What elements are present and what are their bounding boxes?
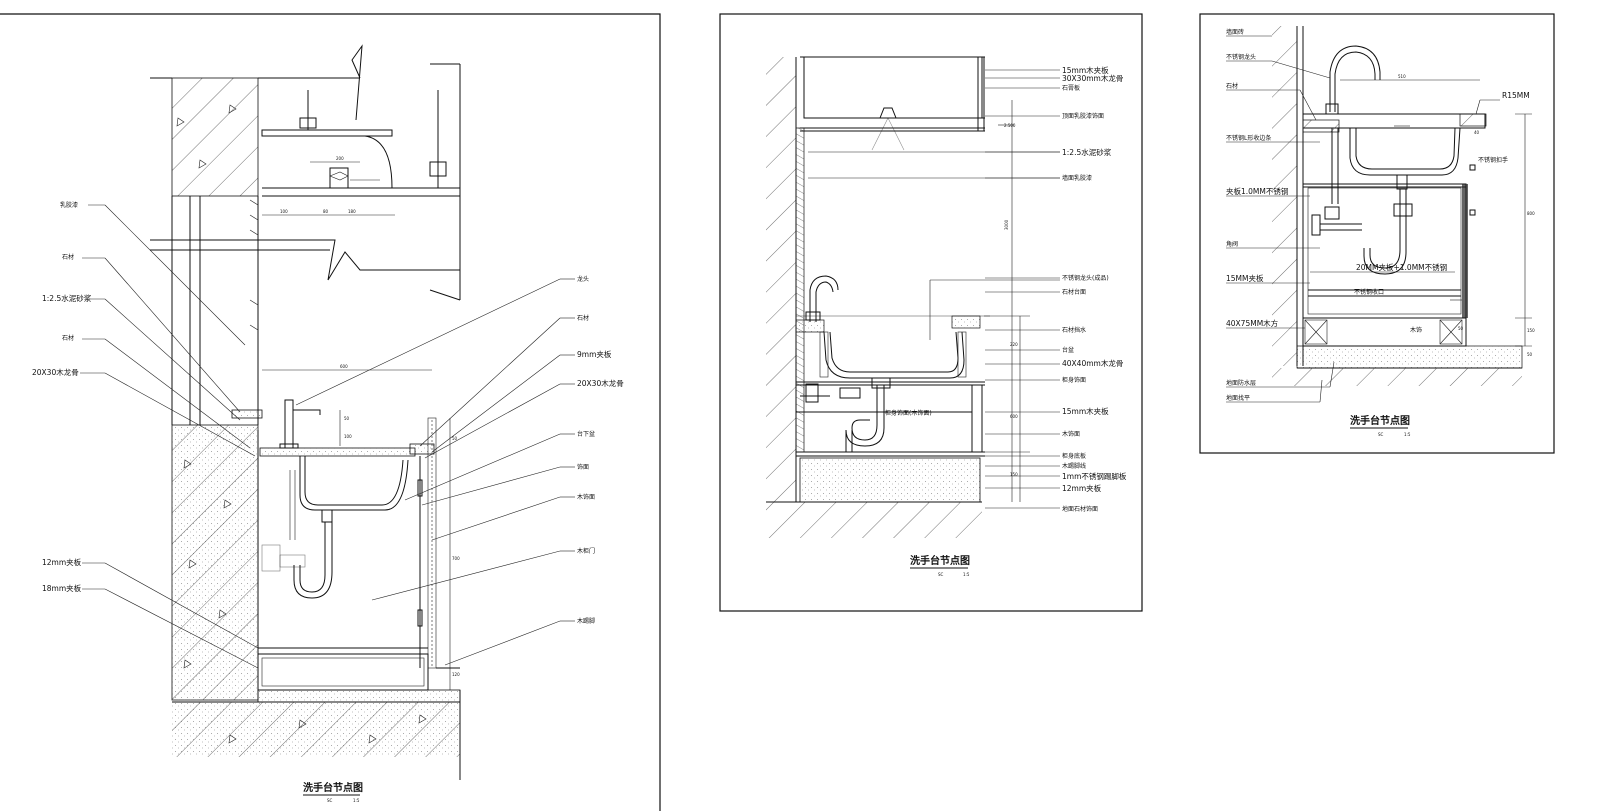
- label-l6: 12mm夹板: [42, 557, 82, 567]
- dim-100b: 100: [344, 434, 352, 439]
- label-m9: 石材挡水: [1062, 326, 1086, 334]
- label-k13: 不锈钢扣手: [1478, 156, 1508, 164]
- scale-2-right: 1:5: [963, 572, 970, 577]
- dim-50c: 50: [1458, 326, 1464, 331]
- label-m15: 柜身底板: [1062, 452, 1086, 460]
- label-k2: 不锈钢龙头: [1226, 53, 1256, 61]
- title-3: 洗手台节点图: [1350, 414, 1410, 427]
- dim-120: 120: [452, 672, 460, 677]
- label-r4: 20X30木龙骨: [577, 378, 624, 388]
- label-m14: 木饰面: [1062, 430, 1080, 438]
- dim-600m: 600: [1010, 414, 1018, 419]
- label-m19: 地面石材饰面: [1062, 505, 1098, 513]
- label-m8: 石材台面: [1062, 288, 1086, 296]
- scale-1-left: SC: [327, 798, 333, 803]
- label-k1: 墙面砖: [1226, 28, 1244, 36]
- wall-upper: [171, 77, 259, 197]
- label-r6: 饰面: [577, 463, 589, 471]
- label-r9: 木踢脚: [577, 617, 595, 625]
- label-k10: 地面找平: [1226, 394, 1250, 402]
- label-m13: 15mm木夹板: [1062, 406, 1109, 416]
- dim-100a: 100: [280, 209, 288, 214]
- label-r15: R15MM: [1502, 91, 1530, 100]
- label-k6: 角阀: [1226, 240, 1238, 248]
- leaders-right-1: [295, 278, 575, 666]
- drawing-3: 510 R15MM 40: [1199, 13, 1555, 454]
- frame-1: [0, 13, 661, 811]
- label-r1: 龙头: [577, 275, 589, 283]
- label-k14: 木饰: [1410, 326, 1422, 334]
- dim-2500: 2.500: [1004, 123, 1016, 128]
- leaders-left-1: [80, 204, 259, 669]
- dim-3000: 3000: [1004, 219, 1009, 230]
- frame-3: [1199, 13, 1555, 454]
- label-m7: 不锈钢龙头(成品): [1062, 274, 1109, 282]
- dim-800: 800: [1527, 211, 1535, 216]
- leaders-3: [1226, 35, 1335, 403]
- scale-3-left: SC: [1378, 432, 1384, 437]
- label-r3: 9mm夹板: [577, 349, 612, 359]
- title-2: 洗手台节点图: [910, 554, 970, 567]
- label-l1: 乳胶漆: [60, 201, 78, 209]
- drawing-2: 3000 2.500 220 600 150: [719, 13, 1143, 612]
- label-k11: 20MM夹板+1.0MM不锈钢: [1356, 262, 1447, 272]
- label-m1: 15mm木夹板: [1062, 65, 1109, 75]
- label-k5: 夹板1.0MM不锈钢: [1226, 186, 1288, 196]
- dim-80: 80: [323, 209, 329, 214]
- label-k7: 15MM夹板: [1226, 273, 1264, 283]
- center-label: 柜身饰面(木饰面): [885, 409, 932, 417]
- label-k12: 不锈钢收口: [1354, 288, 1384, 296]
- drawing-1: 100 80 180 200 600 50 100: [0, 13, 661, 811]
- title-1: 洗手台节点图: [303, 781, 363, 794]
- label-m12: 柜身饰面: [1062, 376, 1086, 384]
- label-m3: 石膏板: [1062, 84, 1080, 92]
- scale-2-left: SC: [938, 572, 944, 577]
- label-m16: 木踢脚线: [1062, 462, 1086, 470]
- label-m10: 台盆: [1062, 346, 1074, 354]
- dim-220: 220: [1010, 342, 1018, 347]
- dim-200: 200: [336, 156, 344, 161]
- dim-700: 700: [452, 556, 460, 561]
- wall-marks: [176, 104, 237, 669]
- dim-150: 150: [1527, 328, 1535, 333]
- label-r2: 石材: [577, 314, 589, 322]
- label-m4: 顶面乳胶漆饰面: [1062, 112, 1104, 120]
- label-m2: 30X30mm木龙骨: [1062, 73, 1123, 83]
- label-m5: 1:2.5水泥砂浆: [1062, 147, 1112, 157]
- label-m6: 墙面乳胶漆: [1062, 174, 1092, 182]
- label-k3: 石材: [1226, 82, 1238, 90]
- label-r5: 台下盆: [577, 430, 595, 438]
- label-m17: 1mm不锈钢踢脚板: [1062, 471, 1127, 481]
- label-l3: 1:2.5水泥砂浆: [42, 293, 92, 303]
- label-k8: 40X75MM木方: [1226, 318, 1279, 328]
- dim-50r: 50: [1527, 352, 1533, 357]
- frame-2: [719, 13, 1143, 612]
- scale-3-right: 1:5: [1404, 432, 1411, 437]
- dim-50: 50: [344, 416, 350, 421]
- label-l5: 20X30木龙骨: [32, 367, 79, 377]
- label-k4: 不锈钢L形收边条: [1226, 134, 1271, 142]
- label-r8: 木柜门: [577, 547, 595, 555]
- dim-40: 40: [1474, 130, 1480, 135]
- label-l4: 石材: [62, 334, 74, 342]
- dim-600: 600: [340, 364, 348, 369]
- scale-1-right: 1:5: [353, 798, 360, 803]
- leaders-2: [985, 69, 1060, 509]
- label-k9: 地面防水层: [1226, 379, 1256, 387]
- dim-150m: 150: [1010, 472, 1018, 477]
- dim-50b: 50: [452, 436, 458, 441]
- dim-180: 180: [348, 209, 356, 214]
- label-m11: 40X40mm木龙骨: [1062, 358, 1123, 368]
- label-m18: 12mm夹板: [1062, 483, 1102, 493]
- dim-510: 510: [1398, 74, 1406, 79]
- label-l2: 石材: [62, 253, 74, 261]
- label-r7: 木饰面: [577, 493, 595, 501]
- label-l7: 18mm夹板: [42, 583, 82, 593]
